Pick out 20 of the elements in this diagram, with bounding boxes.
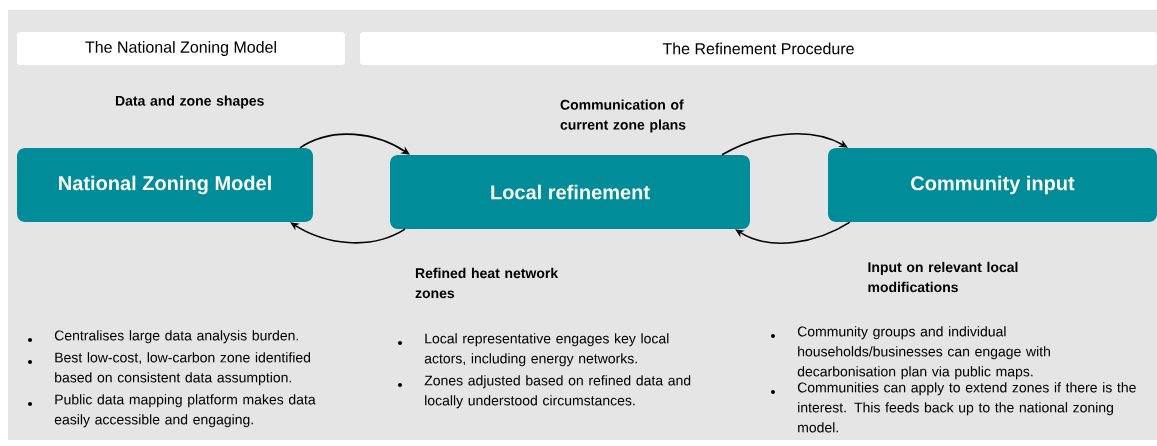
bullet-text: Local representative engages key local actors, including energy networks. <box>424 333 669 367</box>
edge-label: Communication of current zone plans <box>560 99 686 133</box>
edge-label: Data and zone shapes <box>115 95 264 109</box>
process-box: Community input <box>828 148 1157 222</box>
arrow <box>721 133 848 156</box>
arrow <box>735 221 851 244</box>
header-box: The Refinement Procedure <box>360 32 1157 65</box>
process-box: National Zoning Model <box>17 148 313 222</box>
header-box: The National Zoning Model <box>17 32 345 65</box>
bullet-text: Best low-cost, low-carbon zone identified based on consistent data assumption. <box>55 352 311 386</box>
process-box: Local refinement <box>390 155 750 229</box>
edge-label: Refined heat network zones <box>415 267 559 299</box>
bullet-text: Community groups and individual households/businesses can engage with decarbonisation plan via public maps. <box>797 326 1050 380</box>
bullet-text: Centralises large data analysis burden. <box>54 330 298 344</box>
arrow <box>290 222 406 244</box>
bullet-text: Zones adjusted based on refined data and locally understood circumstances. <box>424 375 691 409</box>
bullet-text: Communities can apply to extend zones if there is the interest. This feeds back up to the national zoning model. <box>797 382 1136 433</box>
bullet-text: Public data mapping platform makes data easily accessible and engaging. <box>54 394 316 428</box>
edge-label: Input on relevant local modifications <box>868 261 1018 293</box>
arrow <box>299 133 410 155</box>
